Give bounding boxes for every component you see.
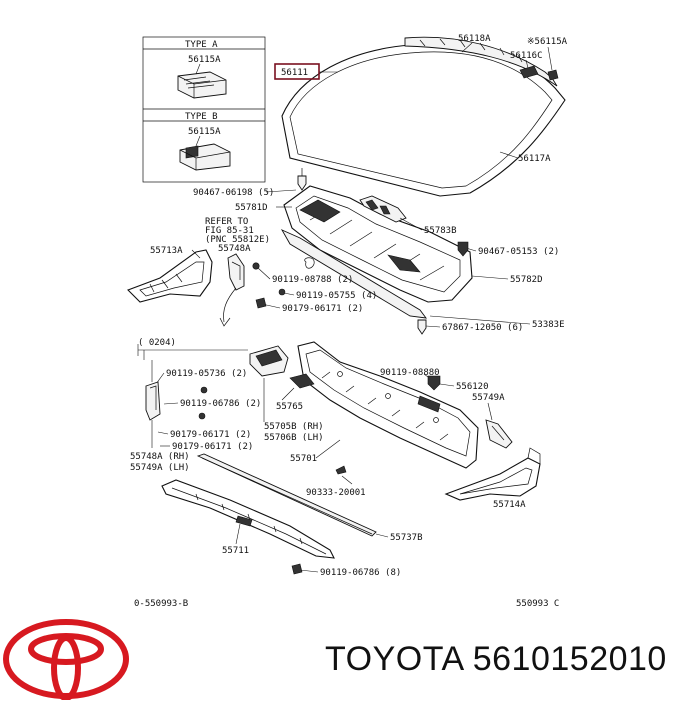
pad-55765: [289, 373, 315, 389]
callout-56117A: 56117A: [518, 154, 551, 164]
refer-text-3: (PNC 55812E): [205, 235, 270, 245]
callout-55783B: 55783B: [424, 226, 457, 236]
clip-type-b-drawing: [179, 135, 231, 171]
callout-56116C: 56116C: [510, 51, 543, 61]
type-a-part-label: 56115A: [188, 55, 221, 65]
footer-code-right: 550993 C: [516, 599, 559, 609]
callout-90179-06171: 90179-06171 (2): [282, 304, 363, 314]
type-b-part-label: 56115A: [188, 127, 221, 137]
callout-55748A-top: 55748A: [218, 244, 251, 254]
bracket-55748A-lower: [145, 381, 161, 421]
callout-55749A-right: 55749A: [472, 393, 505, 403]
callout-90119-08880: 90119-08880: [380, 368, 440, 378]
footer-code-left: 0-550993-B: [134, 599, 188, 609]
clip-90119-08880: [427, 375, 441, 391]
callout-90119-08788: 90119-08788 (2): [272, 275, 353, 285]
bolt-90119-06786: [198, 412, 206, 420]
callout-55737B: 55737B: [390, 533, 423, 543]
callout-55713A: 55713A: [150, 246, 183, 256]
callout-55705B: 55705B (RH): [264, 422, 324, 432]
callout-90179-06171-c: 90179-06171 (2): [172, 442, 253, 452]
bolt-90119-06786-b: [291, 563, 303, 575]
type-a-label: TYPE A: [185, 40, 218, 50]
bracket-55714A: [444, 447, 541, 501]
clip-type-inset: TYPE A 56115A TYPE B 56115A: [142, 36, 266, 183]
panel-55711: [161, 479, 335, 559]
bracket-55749A-right: [485, 419, 513, 449]
clip-90467-05153: [457, 241, 469, 257]
brand-name: TOYOTA: [325, 640, 463, 678]
callout-55765: 55765: [276, 402, 303, 412]
callout-bracket-0204: ( 0204): [138, 338, 176, 348]
callout-53383E: 53383E: [532, 320, 565, 330]
refer-text-2: FIG 85-31: [205, 226, 254, 236]
seal-55737B: [196, 453, 377, 537]
callout-55782D: 55782D: [510, 275, 543, 285]
callout-55714A: 55714A: [493, 500, 526, 510]
callout-55748A-rh: 55748A (RH): [130, 452, 190, 462]
callout-55701: 55701: [290, 454, 317, 464]
cowl-seal-55783B: [359, 195, 407, 223]
callout-55781D: 55781D: [235, 203, 268, 213]
callout-56115A: ※56115A: [527, 37, 568, 47]
callout-90179-06171-b: 90179-06171 (2): [170, 430, 251, 440]
callout-55706B: 55706B (LH): [264, 433, 324, 443]
windshield-part-label: 56111: [281, 68, 308, 78]
cowl-top-ventilator-louver: [280, 185, 473, 319]
windshield-glass: 56111: [274, 36, 566, 197]
callout-55749A-lh: 55749A (LH): [130, 463, 190, 473]
callout-90467-05153: 90467-05153 (2): [478, 247, 559, 257]
bolt-90119-05755: [278, 288, 286, 296]
callout-55711: 55711: [222, 546, 249, 556]
type-b-label: TYPE B: [185, 112, 218, 122]
callout-56118A: 56118A: [458, 34, 491, 44]
brand-title: TOYOTA 5610152010: [325, 640, 667, 679]
callout-90333: 90333-20001: [306, 488, 366, 498]
clip-type-a-drawing: [177, 63, 227, 99]
clip-90467: [297, 168, 307, 191]
callout-90467-06198: 90467-06198 (5): [193, 188, 274, 198]
callout-67867: 67867-12050 (6): [442, 323, 523, 333]
clip-67867: [417, 319, 427, 335]
nut-90179-06171: [255, 297, 267, 309]
bracket-55713A: [127, 249, 213, 303]
cowl-panel-55701: [297, 341, 479, 469]
windshield-callout-box: [274, 63, 320, 80]
bracket-55705B: [249, 345, 289, 377]
pin-90333: [335, 465, 347, 475]
callout-90119-06786: 90119-06786 (2): [180, 399, 261, 409]
bolt-90119-05736: [200, 386, 208, 394]
callout-90119-05755: 90119-05755 (4): [296, 291, 377, 301]
toyota-logo: [3, 619, 129, 701]
bracket-55748A-top: [227, 253, 245, 291]
callout-556120: 556120: [456, 382, 489, 392]
bolt-90119-08788: [252, 262, 260, 270]
callout-90119-06786-b: 90119-06786 (8): [320, 568, 401, 578]
refer-text-1: REFER TO: [205, 217, 248, 227]
part-number: 5610152010: [472, 640, 667, 678]
callout-90119-05736: 90119-05736 (2): [166, 369, 247, 379]
